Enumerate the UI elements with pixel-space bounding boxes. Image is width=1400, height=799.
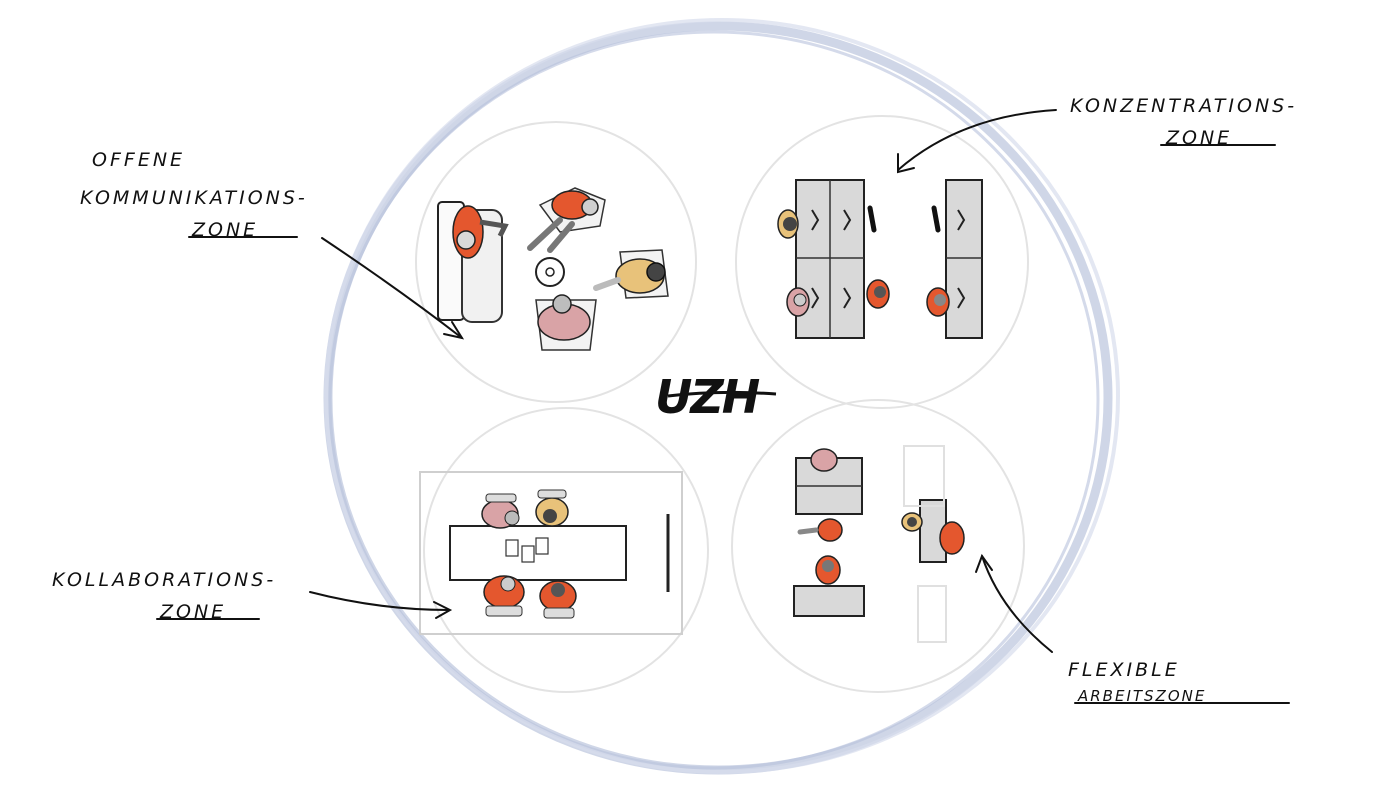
annotation-arrows	[309, 109, 1057, 653]
focus-zone-line1: KONZENTRATIONS-	[1070, 95, 1298, 117]
open-zone-line1: OFFENE	[92, 149, 186, 171]
arrow-focus-zone	[897, 109, 1057, 171]
collab-zone-line2: ZONE	[160, 601, 227, 623]
focus-zone-underline	[1160, 144, 1276, 146]
collab-zone-line1: KOLLABORATIONS-	[52, 569, 277, 591]
open-zone-underline	[188, 236, 298, 238]
zone-circle-focus	[735, 115, 1029, 409]
open-zone-furniture	[437, 187, 669, 351]
flex-zone-furniture	[793, 445, 965, 643]
flex-zone-line1: FLEXIBLE	[1068, 659, 1180, 681]
zone-circle-open	[415, 121, 697, 403]
logo-underline	[667, 390, 777, 398]
arrow-open-zone	[321, 237, 463, 339]
zone-circle-flex	[731, 399, 1025, 693]
arrow-collab-zone	[309, 591, 449, 611]
outer-ring	[323, 18, 1120, 775]
flex-zone-line2: ARBEITSZONE	[1078, 687, 1207, 705]
zone-circles	[415, 115, 1029, 693]
open-zone-line3: ZONE	[192, 219, 259, 241]
collab-zone-underline	[156, 618, 260, 620]
uzh-logo: UZH	[655, 370, 760, 424]
focus-zone-line2: ZONE	[1166, 127, 1233, 149]
open-zone-line2: KOMMUNIKATIONS-	[80, 187, 308, 209]
flex-zone-underline	[1074, 702, 1290, 704]
arrow-flex-zone	[981, 555, 1053, 653]
zone-circle-collab	[423, 407, 709, 693]
collab-zone-furniture	[419, 471, 683, 635]
focus-zone-furniture	[777, 179, 983, 339]
